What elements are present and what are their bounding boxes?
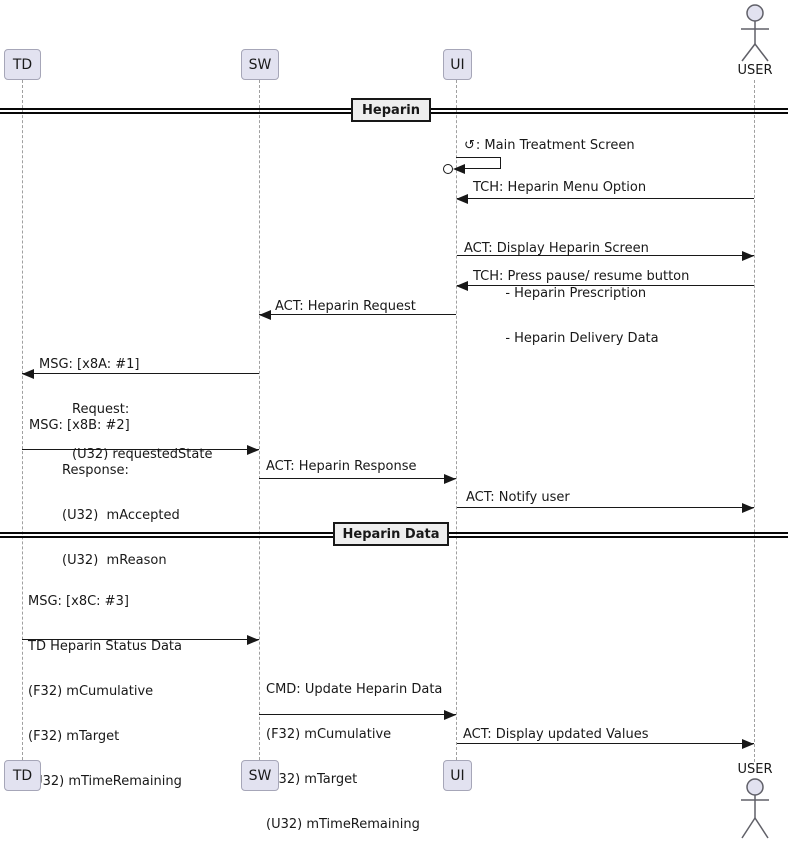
actor-user-icon-top (741, 4, 769, 62)
participant-sw-label: SW (248, 56, 272, 73)
participant-sw-bottom: SW (241, 760, 279, 791)
arrow-heparin-menu-option-head (456, 194, 468, 204)
arrow-msg-x8c-head (247, 635, 259, 645)
message-msg-x8a-line3: (U32) requestedState (39, 447, 213, 462)
message-msg-x8c-line3: (F32) mCumulative (28, 684, 154, 699)
lifeline-sw (259, 80, 260, 760)
lifeline-ui (456, 80, 457, 760)
message-heparin-response-label: ACT: Heparin Response (266, 459, 417, 474)
message-msg-x8c-line2: TD Heparin Status Data (28, 639, 183, 654)
message-cmd-line3: (F32) mTarget (266, 772, 358, 787)
actor-user-icon-bottom (741, 778, 769, 839)
self-arrow-bottom-line (464, 168, 501, 169)
message-display-heparin-screen-line1: ACT: Display Heparin Screen (464, 241, 649, 256)
message-cmd-line4: (U32) mTimeRemaining (266, 817, 420, 832)
message-heparin-request: ACT: Heparin Request (275, 299, 416, 314)
arrow-msg-x8b-head (247, 445, 259, 455)
arrow-msg-x8c (22, 639, 259, 640)
message-press-pause-resume: TCH: Press pause/ resume button (473, 269, 689, 284)
message-display-heparin-screen-line2: - Heparin Prescription (464, 286, 647, 301)
participant-ui-bottom-label: UI (450, 767, 465, 784)
undo-icon: ↺ (464, 138, 475, 153)
message-notify-user: ACT: Notify user (466, 490, 570, 505)
participant-td-bottom-label: TD (12, 767, 33, 784)
arrow-press-pause-resume-head (456, 281, 468, 291)
message-msg-x8c: MSG: [x8C: #3] TD Heparin Status Data (F… (28, 564, 182, 819)
message-display-heparin-screen: ACT: Display Heparin Screen - Heparin Pr… (464, 211, 659, 376)
message-heparin-menu-option: TCH: Heparin Menu Option (473, 180, 646, 195)
participant-td-label: TD (12, 56, 33, 73)
lifeline-user (754, 80, 755, 762)
arrow-heparin-menu-option (457, 198, 754, 199)
message-msg-x8b-line2: Response: (29, 463, 129, 478)
participant-ui-bottom: UI (443, 760, 472, 791)
lifeline-td (22, 80, 23, 760)
message-main-treatment-screen-label: : Main Treatment Screen (475, 138, 635, 153)
arrow-heparin-response-head (444, 474, 456, 484)
actor-user-label-top: USER (737, 63, 773, 78)
divider-heparin-label: Heparin (362, 102, 420, 118)
participant-ui-label: UI (450, 56, 465, 73)
divider-heparin-data: Heparin Data (333, 522, 449, 546)
divider-heparin: Heparin (351, 98, 431, 122)
message-msg-x8b-line1: MSG: [x8B: #2] (29, 418, 130, 433)
message-heparin-request-label: ACT: Heparin Request (275, 299, 416, 314)
message-msg-x8a-line2: Request: (39, 402, 130, 417)
message-press-pause-resume-label: TCH: Press pause/ resume button (473, 269, 690, 284)
arrow-heparin-request (259, 314, 456, 315)
message-notify-user-label: ACT: Notify user (466, 490, 570, 505)
message-cmd-line1: CMD: Update Heparin Data (266, 682, 443, 697)
self-arrow-circle-endpoint (443, 164, 453, 174)
arrow-msg-x8a (22, 373, 259, 374)
message-msg-x8a: MSG: [x8A: #1] Request: (U32) requestedS… (39, 327, 212, 492)
actor-user-label-bottom: USER (737, 762, 773, 777)
message-display-heparin-screen-line3: - Heparin Delivery Data (464, 331, 659, 346)
arrow-display-heparin-screen-head (742, 251, 754, 261)
arrow-heparin-response (259, 478, 456, 479)
arrow-display-heparin-screen (457, 255, 754, 256)
participant-sw-bottom-label: SW (248, 767, 272, 784)
message-msg-x8b: MSG: [x8B: #2] Response: (U32) mAccepted… (29, 388, 180, 598)
message-msg-x8a-line1: MSG: [x8A: #1] (39, 357, 140, 372)
participant-ui-top: UI (443, 49, 472, 80)
self-arrow-top-line (456, 157, 500, 158)
message-msg-x8b-line3: (U32) mAccepted (29, 508, 180, 523)
message-display-updated-values-label: ACT: Display updated Values (463, 727, 649, 742)
message-main-treatment-screen: ↺: Main Treatment Screen (464, 138, 635, 153)
arrow-notify-user (457, 507, 754, 508)
participant-sw-top: SW (241, 49, 279, 80)
arrow-heparin-request-head (259, 310, 271, 320)
arrow-press-pause-resume (457, 285, 754, 286)
arrow-notify-user-head (742, 503, 754, 513)
divider-heparin-data-label: Heparin Data (342, 526, 440, 542)
arrow-msg-x8a-head (22, 369, 34, 379)
arrow-cmd-update-heparin-data (259, 714, 456, 715)
message-msg-x8c-line1: MSG: [x8C: #3] (28, 594, 129, 609)
arrow-display-updated-values-head (742, 739, 754, 749)
self-arrow-head (453, 164, 465, 174)
message-heparin-response: ACT: Heparin Response (266, 459, 417, 474)
arrow-display-updated-values (457, 743, 754, 744)
message-display-updated-values: ACT: Display updated Values (463, 727, 648, 742)
message-msg-x8b-line4: (U32) mReason (29, 553, 167, 568)
arrow-msg-x8b (22, 449, 259, 450)
message-cmd-line2: (F32) mCumulative (266, 727, 392, 742)
message-cmd-update-heparin-data: CMD: Update Heparin Data (F32) mCumulati… (266, 652, 442, 841)
arrow-cmd-update-heparin-data-head (444, 710, 456, 720)
message-msg-x8c-line4: (F32) mTarget (28, 729, 120, 744)
participant-td-top: TD (4, 49, 41, 80)
message-msg-x8c-line5: (U32) mTimeRemaining (28, 774, 182, 789)
participant-td-bottom: TD (4, 760, 41, 791)
message-heparin-menu-option-label: TCH: Heparin Menu Option (473, 180, 647, 195)
self-arrow-vertical-line (500, 157, 501, 169)
